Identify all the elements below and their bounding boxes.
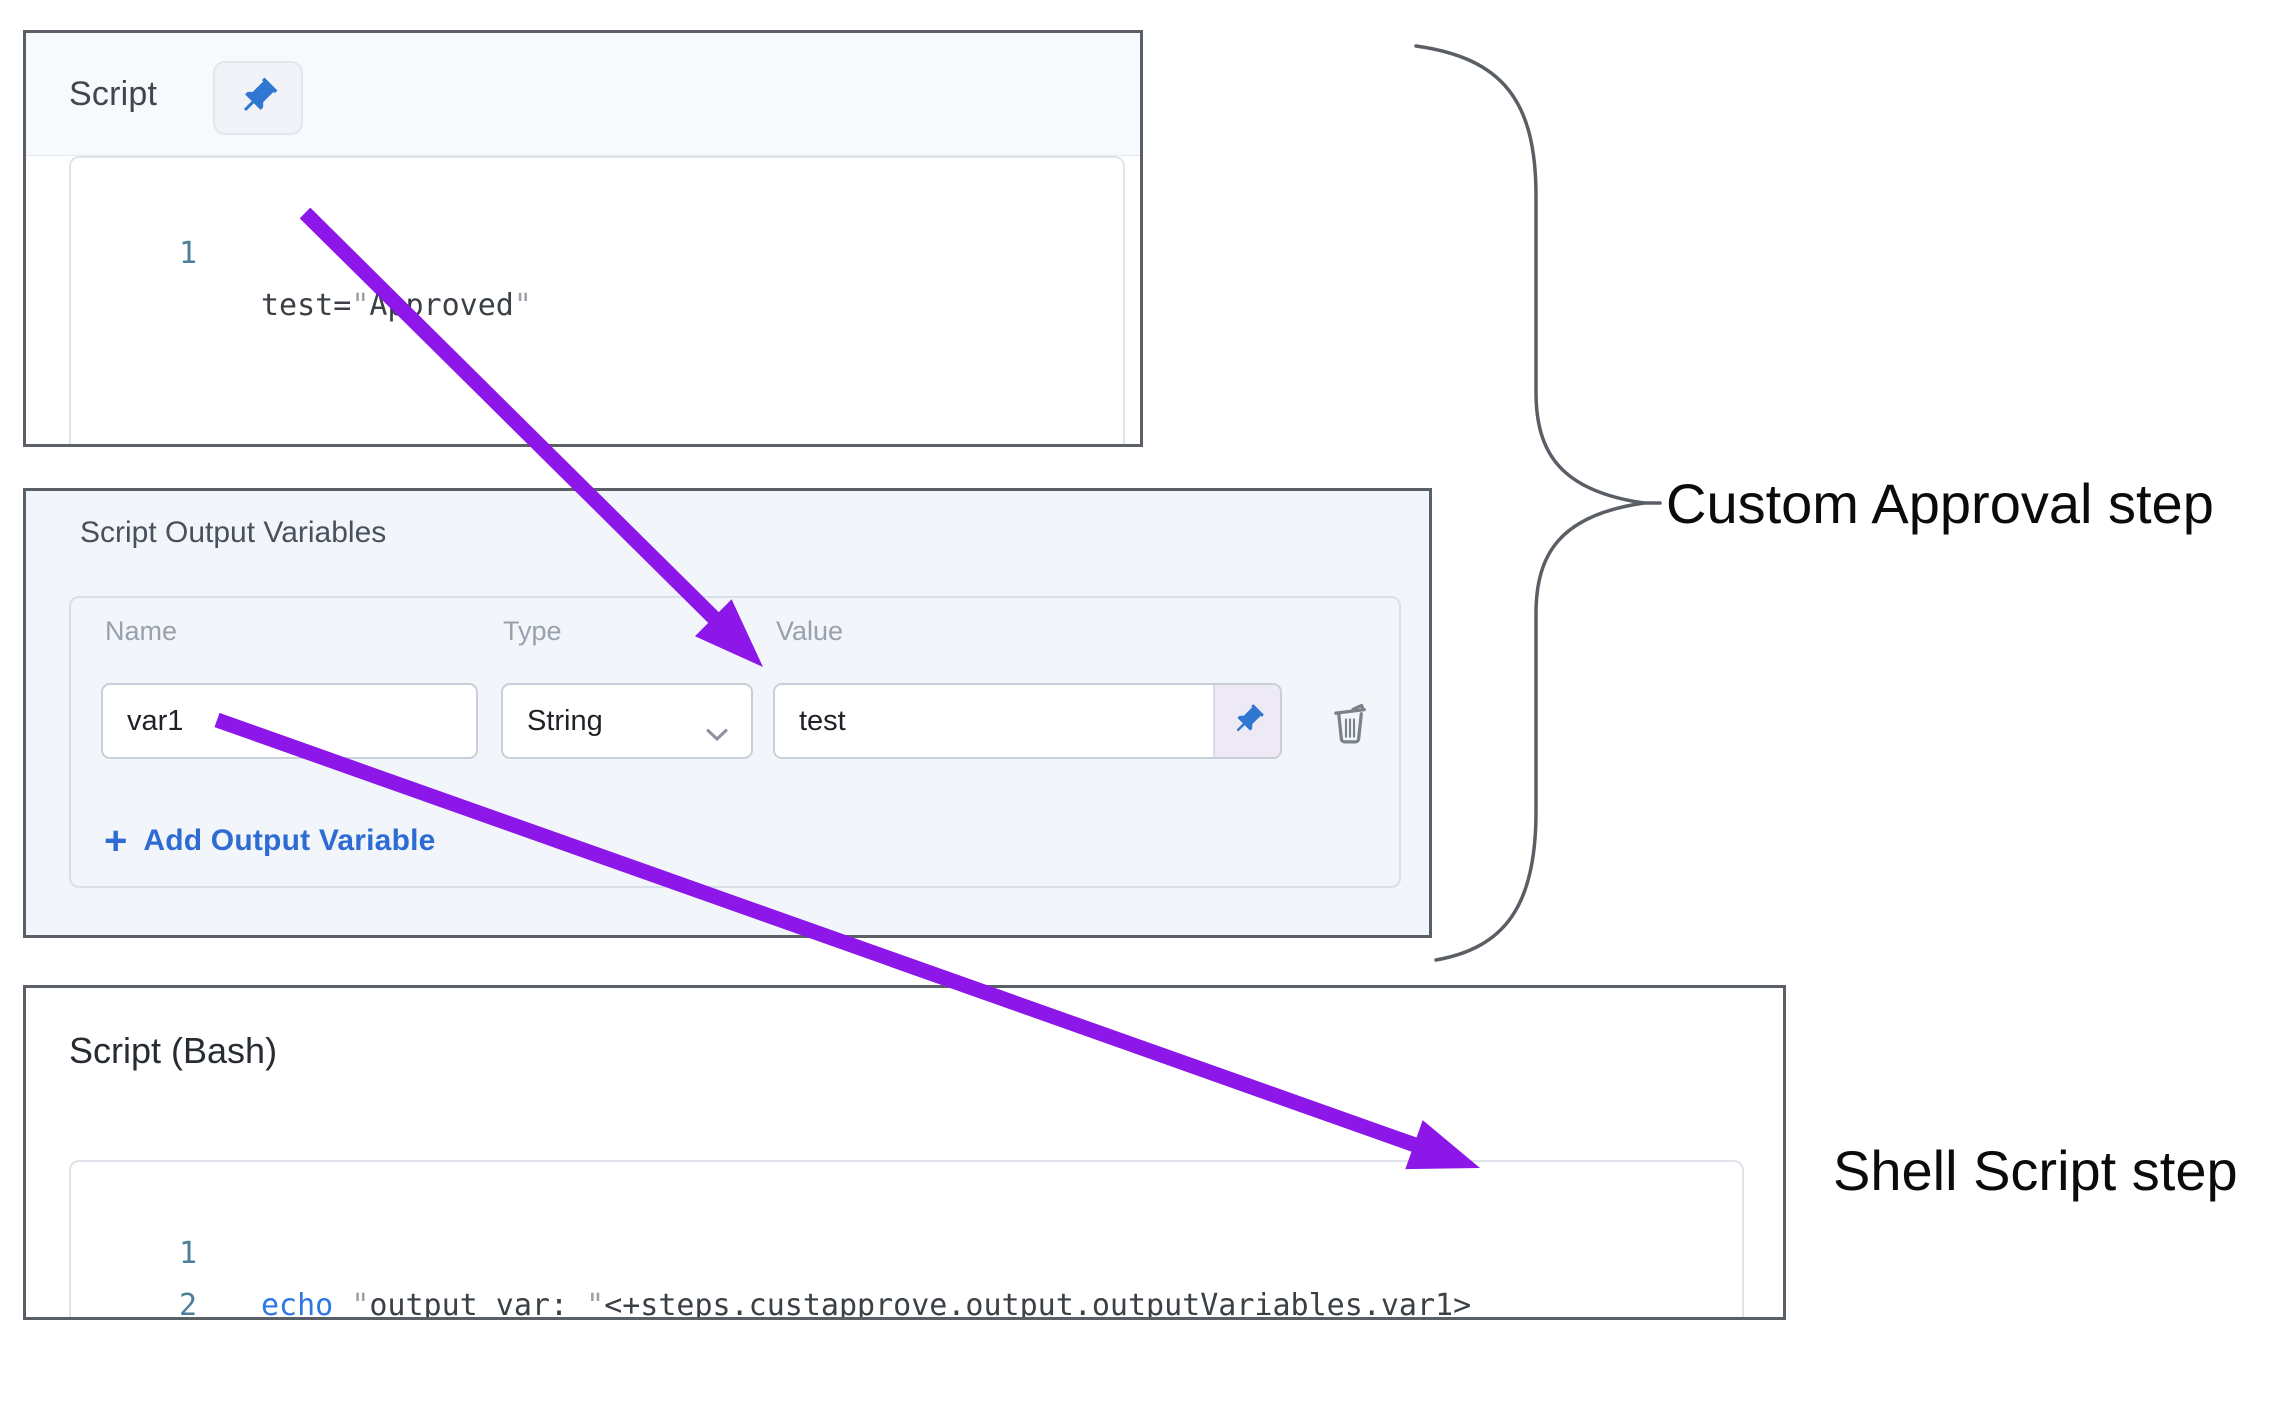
line-number: 1	[178, 1236, 197, 1271]
add-output-variable-button[interactable]: + Add Output Variable	[104, 821, 436, 861]
type-select-value: String	[527, 704, 603, 737]
variable-name-input[interactable]	[101, 683, 478, 759]
variable-type-select[interactable]: String	[501, 683, 753, 759]
value-pin-button[interactable]	[1213, 685, 1280, 757]
code-text: echo "output var: "<+steps.custapprove.o…	[261, 1288, 1472, 1320]
delete-variable-button[interactable]	[1326, 696, 1374, 748]
pin-toggle-button[interactable]	[213, 61, 303, 135]
custom-approval-step-label: Custom Approval step	[1666, 472, 2214, 535]
variable-value-field-group	[773, 683, 1282, 759]
bash-code-editor[interactable]: 1 echo "output var: "<+steps.custapprove…	[69, 1160, 1744, 1317]
code-line: 1 echo "output var: "<+steps.custapprove…	[71, 1176, 1742, 1317]
type-column-label: Type	[503, 616, 562, 646]
pushpin-icon	[1230, 702, 1266, 741]
name-column-label: Name	[105, 616, 178, 646]
curly-brace	[1414, 44, 1645, 962]
code-line: 2	[71, 1228, 1742, 1317]
bash-panel-title: Script (Bash)	[69, 1030, 278, 1071]
script-panel-header: Script	[26, 33, 1140, 156]
script-bash-panel: Script (Bash) 1 echo "output var: "<+ste…	[23, 985, 1786, 1320]
script-code-editor[interactable]: 1 test="Approved"	[69, 156, 1125, 444]
script-panel-title: Script	[69, 75, 158, 113]
line-number: 1	[178, 236, 197, 271]
script-output-variables-panel: Script Output Variables Name Type Value …	[23, 488, 1432, 938]
line-number: 2	[178, 1288, 197, 1320]
code-text: test="Approved"	[261, 288, 532, 323]
variable-value-input[interactable]	[775, 685, 1213, 757]
code-line: 1 test="Approved"	[71, 176, 1123, 323]
chevron-down-icon	[705, 717, 729, 750]
plus-icon: +	[104, 819, 128, 863]
shell-script-step-label: Shell Script step	[1833, 1139, 2238, 1202]
pushpin-icon	[236, 75, 280, 122]
trash-icon	[1327, 696, 1373, 749]
value-column-label: Value	[776, 616, 844, 646]
vars-panel-title: Script Output Variables	[80, 516, 387, 549]
script-panel: Script 1 test="Approved"	[23, 30, 1143, 447]
add-output-variable-label: Add Output Variable	[143, 824, 436, 857]
code-line: 3	[71, 1280, 1742, 1317]
